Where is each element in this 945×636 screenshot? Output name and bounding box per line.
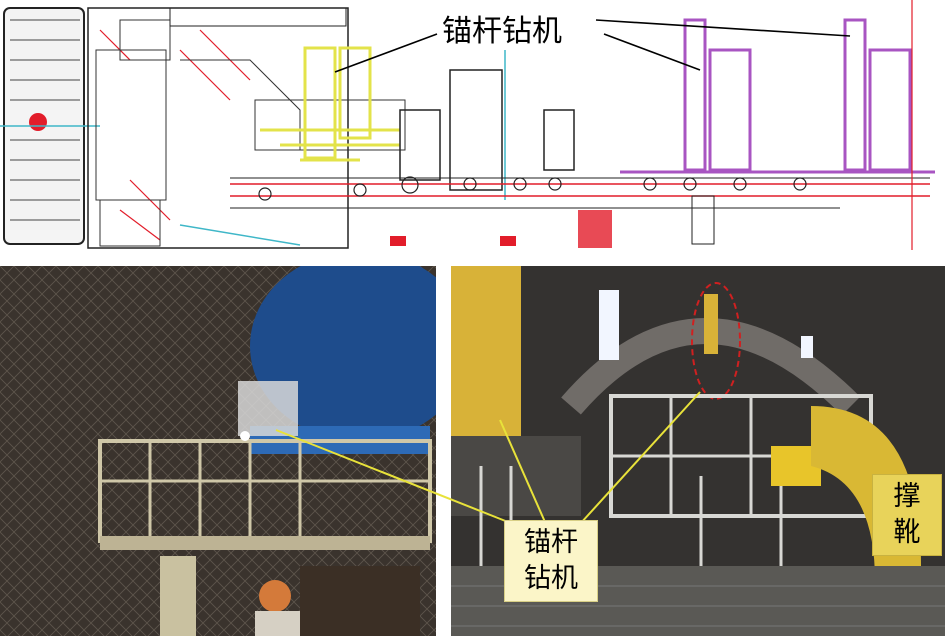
main-frame <box>87 7 349 249</box>
yellow-drill-boom <box>451 266 521 436</box>
leader-line-right-top <box>595 19 851 37</box>
leader-line-right <box>603 33 701 71</box>
cutter-center <box>29 113 47 131</box>
drill-yellow <box>260 46 400 162</box>
work-light <box>599 290 619 360</box>
cad-drawing: 锚杆钻机 <box>0 0 945 258</box>
drill-label-line2: 钻机 <box>524 563 578 594</box>
tunnel-photo-left <box>0 266 436 636</box>
drill-label-line1: 锚杆 <box>524 527 578 558</box>
drill-purple <box>620 18 935 174</box>
tunnel-photo-left-svg <box>0 266 436 636</box>
cad-drawing-svg <box>0 0 935 250</box>
drill-highlight-ellipse <box>691 282 741 400</box>
leader-line-left <box>334 33 438 73</box>
gripper-label-line2: 靴 <box>893 517 921 548</box>
drill-label: 锚杆 钻机 <box>504 520 598 602</box>
cad-drill-label: 锚杆钻机 <box>440 14 564 50</box>
gripper-label: 撑 靴 <box>872 474 942 556</box>
gripper-label-line1: 撑 <box>893 481 921 512</box>
